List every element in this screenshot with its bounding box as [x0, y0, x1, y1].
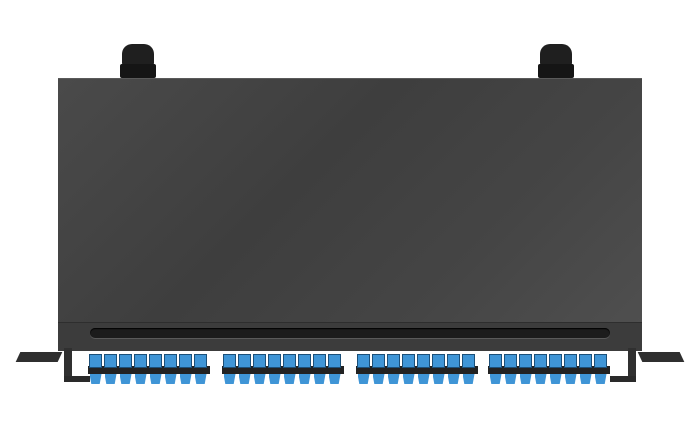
connector-boot — [357, 374, 370, 384]
lc-connector-port — [89, 354, 102, 368]
label-slot — [90, 328, 610, 338]
gland-nut — [538, 64, 574, 78]
lc-connector-port — [447, 354, 460, 368]
connector-boot — [313, 374, 326, 384]
connector-boot — [564, 374, 577, 384]
lc-connector-port — [372, 354, 385, 368]
connector-boot — [489, 374, 502, 384]
lc-connector-port — [238, 354, 251, 368]
adapter-strip — [356, 366, 478, 374]
lc-connector-port — [149, 354, 162, 368]
connector-boot — [447, 374, 460, 384]
connector-boot — [417, 374, 430, 384]
connector-boot — [387, 374, 400, 384]
connector-boot — [549, 374, 562, 384]
lc-connector-port — [564, 354, 577, 368]
lc-connector-port — [594, 354, 607, 368]
lc-connector-port — [119, 354, 132, 368]
adapter-strip — [488, 366, 610, 374]
connector-boot — [104, 374, 117, 384]
connector-boot — [594, 374, 607, 384]
connector-boot — [579, 374, 592, 384]
lc-connector-port — [328, 354, 341, 368]
lc-connector-port — [504, 354, 517, 368]
left-bracket-foot — [64, 376, 90, 382]
connector-boot — [402, 374, 415, 384]
connector-boot — [149, 374, 162, 384]
connector-boot — [134, 374, 147, 384]
lc-connector-port — [253, 354, 266, 368]
lc-connector-port — [387, 354, 400, 368]
patch-panel-body — [58, 78, 642, 349]
connector-boot — [164, 374, 177, 384]
connector-boot — [283, 374, 296, 384]
gland-nut — [120, 64, 156, 78]
connector-boot — [223, 374, 236, 384]
connector-boot — [194, 374, 207, 384]
lc-connector-port — [283, 354, 296, 368]
connector-boot — [432, 374, 445, 384]
lc-connector-port — [194, 354, 207, 368]
right-bracket-leg — [628, 348, 636, 380]
port-group-1 — [88, 352, 210, 386]
lc-connector-port — [489, 354, 502, 368]
gland-cap — [122, 44, 154, 66]
connector-boot — [534, 374, 547, 384]
lc-connector-port — [298, 354, 311, 368]
connector-boot — [328, 374, 341, 384]
lc-connector-port — [549, 354, 562, 368]
connector-boot — [504, 374, 517, 384]
connector-boot — [372, 374, 385, 384]
connector-boot — [268, 374, 281, 384]
gland-cap — [540, 44, 572, 66]
lc-connector-port — [519, 354, 532, 368]
lc-connector-port — [134, 354, 147, 368]
lc-connector-port — [313, 354, 326, 368]
right-bracket-foot — [610, 376, 636, 382]
connector-boot — [253, 374, 266, 384]
left-bracket-leg — [64, 348, 72, 380]
lc-connector-port — [357, 354, 370, 368]
lc-connector-port — [223, 354, 236, 368]
connector-boot — [462, 374, 475, 384]
port-groups — [0, 352, 700, 392]
connector-boot — [89, 374, 102, 384]
connector-boot — [179, 374, 192, 384]
adapter-strip — [222, 366, 344, 374]
port-group-3 — [356, 352, 478, 386]
lc-connector-port — [534, 354, 547, 368]
lc-connector-port — [402, 354, 415, 368]
lc-connector-port — [417, 354, 430, 368]
adapter-strip — [88, 366, 210, 374]
lc-connector-port — [462, 354, 475, 368]
connector-boot — [119, 374, 132, 384]
connector-boot — [519, 374, 532, 384]
port-group-2 — [222, 352, 344, 386]
connector-boot — [238, 374, 251, 384]
lc-connector-port — [432, 354, 445, 368]
lc-connector-port — [164, 354, 177, 368]
connector-boot — [298, 374, 311, 384]
lc-connector-port — [104, 354, 117, 368]
port-group-4 — [488, 352, 610, 386]
lc-connector-port — [268, 354, 281, 368]
lc-connector-port — [579, 354, 592, 368]
lc-connector-port — [179, 354, 192, 368]
